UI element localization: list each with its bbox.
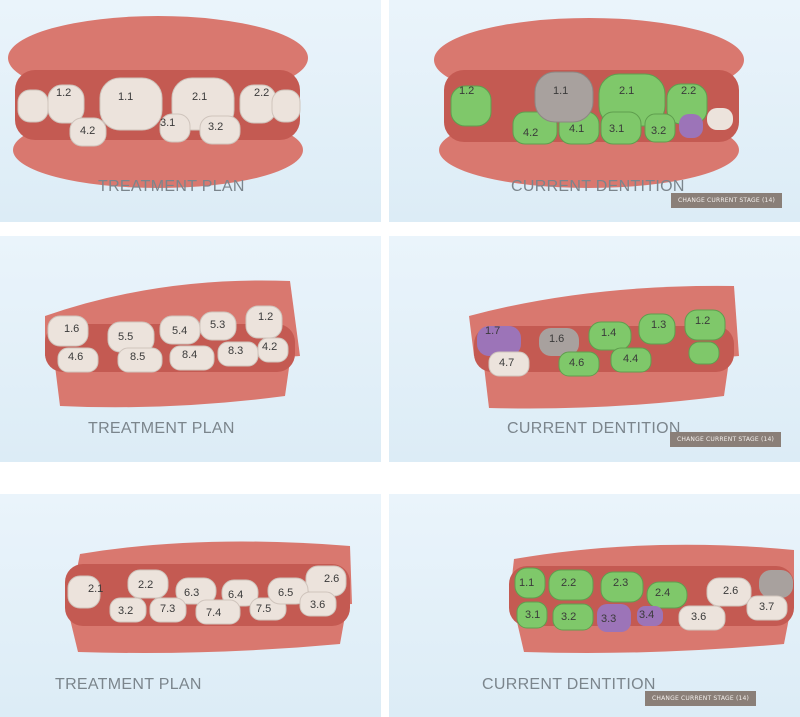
current-dentition-label: CURRENT DENTITION <box>482 676 656 693</box>
tooth-label: 2.2 <box>561 577 576 589</box>
tooth-label: 1.3 <box>651 319 666 331</box>
treatment-plan-view-left: 2.1 2.2 6.3 6.4 2.6 3.2 7.3 7.4 7.5 6.5 … <box>0 494 381 717</box>
tooth-label: 1.2 <box>695 315 710 327</box>
tooth-label: 3.1 <box>525 609 540 621</box>
treatment-plan-label: TREATMENT PLAN <box>88 420 235 437</box>
tooth-label: 7.3 <box>160 603 175 615</box>
tooth-label: 2.2 <box>138 579 153 591</box>
side-plan-model: 1.6 5.5 5.4 5.3 1.2 4.6 8.5 8.4 8.3 4.2 <box>45 280 300 408</box>
tooth-label: 2.6 <box>324 573 339 585</box>
tooth-label: 4.1 <box>569 123 584 135</box>
side-current-model: 1.7 1.6 1.4 1.3 1.2 4.7 4.6 4.4 <box>469 285 739 409</box>
left-plan-model: 2.1 2.2 6.3 6.4 2.6 3.2 7.3 7.4 7.5 6.5 … <box>65 541 352 653</box>
tooth-label: 1.7 <box>485 325 500 337</box>
tooth-label: 8.5 <box>130 351 145 363</box>
current-dentition-view-left: 1.1 2.2 2.3 2.4 2.6 3.1 3.2 3.3 3.4 3.6 … <box>389 494 800 717</box>
tooth-label: 6.3 <box>184 587 199 599</box>
tooth-label: 1.6 <box>549 333 564 345</box>
current-dentition-view-front: 1.2 1.1 2.1 2.2 4.2 4.1 3.1 3.2 CURRENT … <box>389 0 800 222</box>
tooth-label: 1.2 <box>56 87 71 99</box>
current-dentition-label: CURRENT DENTITION <box>511 178 685 195</box>
current-dentition-label: CURRENT DENTITION <box>507 420 681 437</box>
tooth-label: 4.4 <box>623 353 638 365</box>
change-current-stage-button[interactable]: CHANGE CURRENT STAGE (14) <box>671 193 783 208</box>
treatment-plan-label: TREATMENT PLAN <box>98 178 245 195</box>
tooth-label: 3.2 <box>208 121 223 133</box>
tooth-label: 4.2 <box>80 125 95 137</box>
tooth-label: 3.1 <box>609 123 624 135</box>
tooth-label: 3.2 <box>561 611 576 623</box>
front-plan-model: 1.2 1.1 2.1 2.2 4.2 3.1 3.2 <box>8 16 308 188</box>
tooth-label: 3.1 <box>160 117 175 129</box>
tooth-label: 5.4 <box>172 325 187 337</box>
tooth-label: 1.1 <box>553 85 568 97</box>
tooth-label: 2.1 <box>192 91 207 103</box>
current-dentition-view-side: 1.7 1.6 1.4 1.3 1.2 4.7 4.6 4.4 CURRENT … <box>389 236 800 462</box>
tooth-label: 3.6 <box>310 599 325 611</box>
tooth-label: 4.2 <box>262 341 277 353</box>
change-current-stage-button[interactable]: CHANGE CURRENT STAGE (14) <box>645 691 757 706</box>
tooth-label: 3.4 <box>639 609 654 621</box>
tooth-label: 1.4 <box>601 327 616 339</box>
tooth-label: 5.3 <box>210 319 225 331</box>
tooth-label: 2.4 <box>655 587 670 599</box>
tooth-label: 1.2 <box>459 85 474 97</box>
left-current-model: 1.1 2.2 2.3 2.4 2.6 3.1 3.2 3.3 3.4 3.6 … <box>509 544 794 653</box>
tooth-label: 2.3 <box>613 577 628 589</box>
tooth-label: 7.4 <box>206 607 221 619</box>
tooth-label: 2.6 <box>723 585 738 597</box>
tooth-label: 1.6 <box>64 323 79 335</box>
tooth-label: 2.2 <box>681 85 696 97</box>
treatment-plan-view-side: 1.6 5.5 5.4 5.3 1.2 4.6 8.5 8.4 8.3 4.2 … <box>0 236 381 462</box>
tooth-label: 1.1 <box>118 91 133 103</box>
tooth-label: 4.6 <box>68 351 83 363</box>
treatment-plan-label: TREATMENT PLAN <box>55 676 202 693</box>
tooth-label: 2.2 <box>254 87 269 99</box>
tooth-label: 5.5 <box>118 331 133 343</box>
tooth-label: 2.1 <box>619 85 634 97</box>
tooth-label: 3.3 <box>601 613 616 625</box>
change-current-stage-button[interactable]: CHANGE CURRENT STAGE (14) <box>670 432 782 447</box>
tooth-label: 4.6 <box>569 357 584 369</box>
tooth-label: 4.7 <box>499 357 514 369</box>
tooth-label: 3.7 <box>759 601 774 613</box>
tooth-label: 3.2 <box>651 125 666 137</box>
tooth-label: 3.6 <box>691 611 706 623</box>
tooth-label: 6.4 <box>228 589 243 601</box>
tooth-label: 3.2 <box>118 605 133 617</box>
tooth-label: 1.2 <box>258 311 273 323</box>
treatment-plan-view-front: 1.2 1.1 2.1 2.2 4.2 3.1 3.2 TREATMENT PL… <box>0 0 381 222</box>
tooth-label: 7.5 <box>256 603 271 615</box>
tooth-label: 2.1 <box>88 583 103 595</box>
tooth-label: 1.1 <box>519 577 534 589</box>
tooth-label: 8.4 <box>182 349 197 361</box>
tooth-label: 4.2 <box>523 127 538 139</box>
front-current-model: 1.2 1.1 2.1 2.2 4.2 4.1 3.1 3.2 <box>434 18 744 188</box>
tooth-label: 8.3 <box>228 345 243 357</box>
tooth-label: 6.5 <box>278 587 293 599</box>
